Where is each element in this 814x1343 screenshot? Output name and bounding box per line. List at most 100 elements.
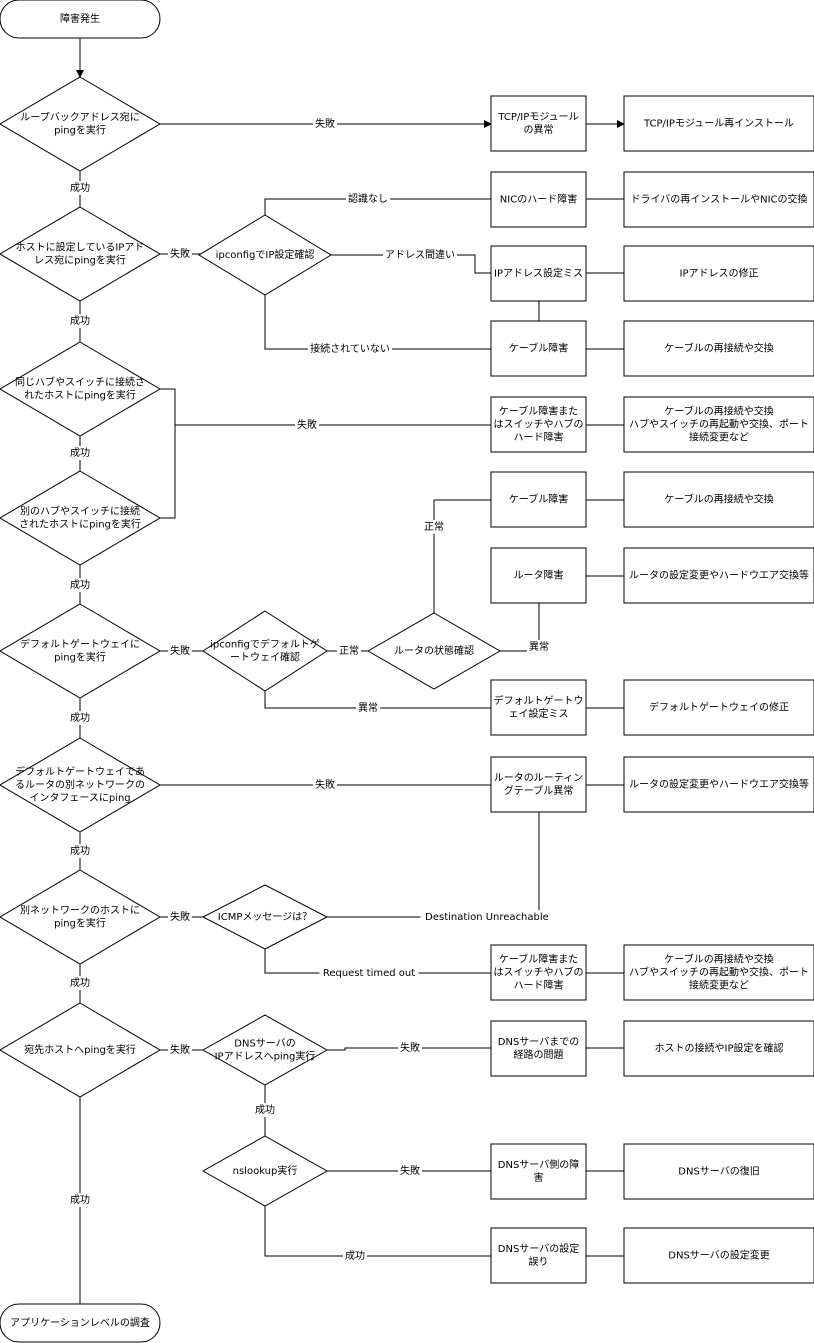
edge-label-gwconf-normal: 正常 xyxy=(339,644,359,657)
r-dns-conf-text: 誤り xyxy=(529,1255,549,1268)
a-routing-text: ルータの設定変更やハードウエア交換等 xyxy=(629,778,809,791)
d-icmp-decision xyxy=(201,884,329,950)
a-cable-sw2-text: 接続変更など xyxy=(689,979,749,992)
a-cable1-text: ケーブルの再接続や交換 xyxy=(664,342,773,355)
edge-label-ns-ok: 成功 xyxy=(345,1250,365,1262)
a-ipaddr-text: IPアドレスの修正 xyxy=(680,267,759,280)
d-dns-ping-decision xyxy=(201,1014,329,1086)
edge-label-bg xyxy=(337,644,361,658)
d-nslookup-decision xyxy=(201,1135,329,1207)
a-router-box xyxy=(623,547,814,604)
d-ipconfig-gw-decision xyxy=(202,610,328,692)
r-ipaddr-box xyxy=(490,245,587,302)
r-gw-text: デフォルトゲートウ xyxy=(494,694,584,707)
d-same-hub-text: 同じハブやスイッチに接続さ xyxy=(15,376,145,389)
r-cable-sw1-text: ケーブル障害また xyxy=(499,405,578,418)
a-router-text: ルータの設定変更やハードウエア交換等 xyxy=(629,569,809,582)
d-router-state-decision xyxy=(366,612,502,690)
edge-label-dest-fail: 失敗 xyxy=(170,1043,190,1056)
r-tcpip-text: の異常 xyxy=(524,123,554,136)
r-cable-sw2-text: ケーブル障害また xyxy=(499,953,578,966)
d-other-hub-text: されたホストにpingを実行 xyxy=(19,518,141,531)
d-gateway-text: pingを実行 xyxy=(54,651,106,664)
r-cable-sw1-text: ハード障害 xyxy=(514,431,564,444)
edge-label-bg xyxy=(527,640,551,654)
connector-line xyxy=(433,499,491,613)
end-terminator xyxy=(0,1303,161,1343)
a-tcpip-box xyxy=(623,95,814,152)
r-nic-box xyxy=(490,171,587,228)
edge-label-gwconf-abnormal: 異常 xyxy=(358,701,378,714)
a-dns-conf-box xyxy=(623,1227,814,1284)
edge-label-bg xyxy=(313,778,337,792)
a-ipaddr-box xyxy=(623,245,814,302)
d-other-net-decision xyxy=(0,869,161,965)
edge-label-bg xyxy=(68,578,92,592)
r-cable2-box xyxy=(490,471,587,528)
r-dns-conf-box xyxy=(490,1227,587,1284)
edge-label-gw-ok: 成功 xyxy=(70,712,90,724)
edge-label-bg xyxy=(168,644,192,658)
d-ipconfig-text: ipconfigでIP設定確認 xyxy=(216,248,315,261)
edge-label-dest-unreach: Destination Unreachable xyxy=(425,912,549,923)
a-cable-sw2-text: ハブやスイッチの再起動や交換、ポート xyxy=(629,966,809,979)
r-cable-sw2-text: ハード障害 xyxy=(514,979,564,992)
edge-label-bg xyxy=(253,1103,277,1117)
edge-label-bg xyxy=(168,247,192,261)
a-cable-sw2-text: ケーブルの再接続や交換 xyxy=(664,953,773,966)
d-router-if-text: るルータの別ネットワークの xyxy=(15,779,145,791)
d-same-hub-decision xyxy=(0,341,161,437)
d-ipconfig-gw-text: ートウェイ確認 xyxy=(230,651,300,664)
edge-label-net-fail: 失敗 xyxy=(170,910,190,923)
d-router-if-decision xyxy=(0,737,161,833)
start-terminator xyxy=(0,0,161,39)
a-routing-box xyxy=(623,756,814,813)
d-icmp-text: ICMPメッセージは？ xyxy=(218,911,312,923)
d-other-net-text: pingを実行 xyxy=(54,917,106,930)
r-routing-text: ルータのルーティン xyxy=(494,772,583,784)
r-router-text: ルータ障害 xyxy=(514,569,564,582)
edge-label-loop-fail: 失敗 xyxy=(315,117,335,130)
connector-line xyxy=(327,812,540,918)
edge-label-bg xyxy=(168,910,192,924)
edge-label-bg xyxy=(168,1043,192,1057)
edge-label-rif-fail: 失敗 xyxy=(315,778,335,791)
r-dns-server-text: DNSサーバ側の障 xyxy=(498,1158,579,1171)
connector-line xyxy=(264,198,491,215)
a-cable1-box xyxy=(623,320,814,377)
a-dns-route-text: ホストの接続やIP設定を確認 xyxy=(655,1042,784,1055)
connector-line xyxy=(264,1206,491,1257)
connector-line xyxy=(160,388,176,519)
edge-label-other-hub-ok: 成功 xyxy=(70,579,90,591)
r-cable1-box xyxy=(490,320,587,377)
edge-label-bg xyxy=(68,1193,92,1207)
d-other-hub-decision xyxy=(0,470,161,566)
connector-line xyxy=(264,691,491,709)
r-dns-server-box xyxy=(490,1143,587,1200)
a-cable2-text: ケーブルの再接続や交換 xyxy=(664,493,773,506)
r-cable2-text: ケーブル障害 xyxy=(509,493,568,506)
edge-label-bg xyxy=(398,1041,422,1055)
edge-label-dns-fail: 失敗 xyxy=(400,1041,420,1054)
edge-label-bg xyxy=(356,701,380,715)
d-host-ip-text: ホストに設定しているIPアド xyxy=(16,241,145,254)
a-dns-conf-text: DNSサーバの設定変更 xyxy=(668,1249,769,1262)
r-dns-conf-text: DNSサーバの設定 xyxy=(498,1242,579,1255)
r-dns-route-text: DNSサーバまでの xyxy=(498,1036,579,1048)
edge-label-bg xyxy=(398,1164,422,1178)
d-same-hub-text: れたホストにpingを実行 xyxy=(24,389,136,402)
edge-label-bg xyxy=(68,976,92,990)
d-other-net-text: 別ネットワークのホストに xyxy=(20,905,140,917)
edge-label-rstate-normal: 正常 xyxy=(424,520,444,533)
d-router-state-text: ルータの状態確認 xyxy=(394,644,474,657)
edge-label-bg xyxy=(68,314,92,328)
d-ipconfig-gw-text: ipconfigでデフォルトゲ xyxy=(210,638,320,651)
a-dns-route-box xyxy=(623,1020,814,1077)
r-gw-box xyxy=(490,679,587,736)
d-nslookup-text: nslookup実行 xyxy=(233,1164,298,1177)
d-dest-decision xyxy=(0,1002,161,1098)
r-cable1-text: ケーブル障害 xyxy=(509,342,568,355)
edge-label-addr-wrong: アドレス間違い xyxy=(385,248,455,261)
edge-label-no-recog: 認識なし xyxy=(348,192,388,205)
edge-label-loop-ok: 成功 xyxy=(70,182,90,194)
